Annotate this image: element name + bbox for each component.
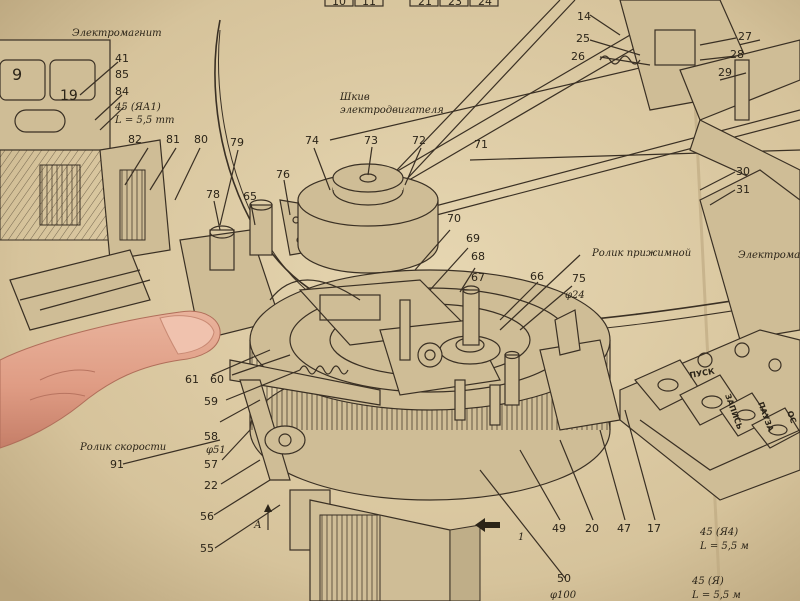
label-79: 79 <box>230 136 244 149</box>
label-26: 26 <box>571 50 585 63</box>
callout-pinch-roller: Ролик прижимной <box>591 248 691 259</box>
label-25: 25 <box>576 32 590 45</box>
label-72: 72 <box>412 134 426 147</box>
label-69: 69 <box>466 232 480 245</box>
label-91: 91 <box>110 458 124 471</box>
label-28: 28 <box>730 48 744 61</box>
label-85: 85 <box>115 68 129 81</box>
callout-speed-roller: Ролик скорости <box>79 442 166 453</box>
label-29: 29 <box>718 66 732 79</box>
label-57: 57 <box>204 458 218 471</box>
label-14: 14 <box>577 10 591 23</box>
callout-ya1: 45 (ЯА1) <box>114 102 161 113</box>
label-21: 21 <box>418 0 432 8</box>
top-number-strip <box>324 0 499 7</box>
label-41: 41 <box>115 52 129 65</box>
callout-ya4-length: L = 5,5 м <box>699 541 749 552</box>
label-27: 27 <box>738 30 752 43</box>
label-65: 65 <box>243 190 257 203</box>
label-81: 81 <box>166 133 180 146</box>
label-84: 84 <box>115 85 129 98</box>
label-24: 24 <box>478 0 492 8</box>
pointing-finger <box>0 310 221 449</box>
label-55: 55 <box>200 542 214 555</box>
label-70: 70 <box>447 212 461 225</box>
callout-electromagnet-right: Электромагнит <box>738 250 800 261</box>
label-73: 73 <box>364 134 378 147</box>
direction-arrow <box>264 504 500 532</box>
label-71: 71 <box>474 138 488 151</box>
callout-phi51: φ51 <box>206 445 226 456</box>
label-10: 10 <box>332 0 346 8</box>
callout-labels: Электромагнит Электромагнит Шкив электро… <box>72 28 800 601</box>
motor-pulley <box>297 163 439 274</box>
label-56: 56 <box>200 510 214 523</box>
callout-arrow-1: 1 <box>518 532 524 543</box>
button-label-os: ОС <box>785 410 798 425</box>
callout-pulley-line2: электродвигателя <box>340 105 444 116</box>
label-47: 47 <box>617 522 631 535</box>
label-59: 59 <box>204 395 218 408</box>
callout-electromagnet-left: Электромагнит <box>72 28 162 39</box>
label-20: 20 <box>585 522 599 535</box>
label-19: 19 <box>60 88 78 104</box>
label-67: 67 <box>471 271 485 284</box>
part-number-labels: 10 11 21 23 24 14 25 26 27 28 29 30 31 4… <box>12 0 752 585</box>
label-31: 31 <box>736 183 750 196</box>
label-50: 50 <box>557 572 571 585</box>
label-74: 74 <box>305 134 319 147</box>
label-23: 23 <box>448 0 462 8</box>
label-75: 75 <box>572 272 586 285</box>
label-80: 80 <box>194 133 208 146</box>
drum-top-mechanism <box>269 279 621 431</box>
label-78: 78 <box>206 188 220 201</box>
label-30: 30 <box>736 165 750 178</box>
button-pauza[interactable] <box>751 407 800 449</box>
label-68: 68 <box>471 250 485 263</box>
right-top-mechanism <box>599 0 800 341</box>
label-58: 58 <box>204 430 218 443</box>
label-82: 82 <box>128 133 142 146</box>
button-panel: ПУСК ЗАПИСЬ ПАУЗА ОС <box>619 329 800 501</box>
leader-lines <box>79 14 747 579</box>
lower-mount-block <box>309 499 481 601</box>
callout-ya4: 45 (Я4) <box>699 527 738 538</box>
callout-ya-bottom: 45 (Я) <box>691 576 724 587</box>
callout-pulley-line1: Шкив <box>339 92 370 103</box>
button-label-pusk: ПУСК <box>689 367 716 380</box>
label-66: 66 <box>530 270 544 283</box>
callout-ya1-length: L = 5,5 mm <box>114 115 174 126</box>
callout-phi24: φ24 <box>565 290 585 301</box>
callout-arrow-a: А <box>253 520 262 531</box>
callout-phi100: φ100 <box>550 590 577 601</box>
label-60: 60 <box>210 373 224 386</box>
label-11: 11 <box>362 0 376 8</box>
callout-ya-bottom-length: L = 5,5 м <box>691 590 741 601</box>
label-49: 49 <box>552 522 566 535</box>
label-17: 17 <box>647 522 661 535</box>
label-9: 9 <box>12 65 22 84</box>
label-22: 22 <box>204 479 218 492</box>
label-61: 61 <box>185 373 199 386</box>
label-76: 76 <box>276 168 290 181</box>
left-electromagnet-assembly <box>0 39 171 331</box>
